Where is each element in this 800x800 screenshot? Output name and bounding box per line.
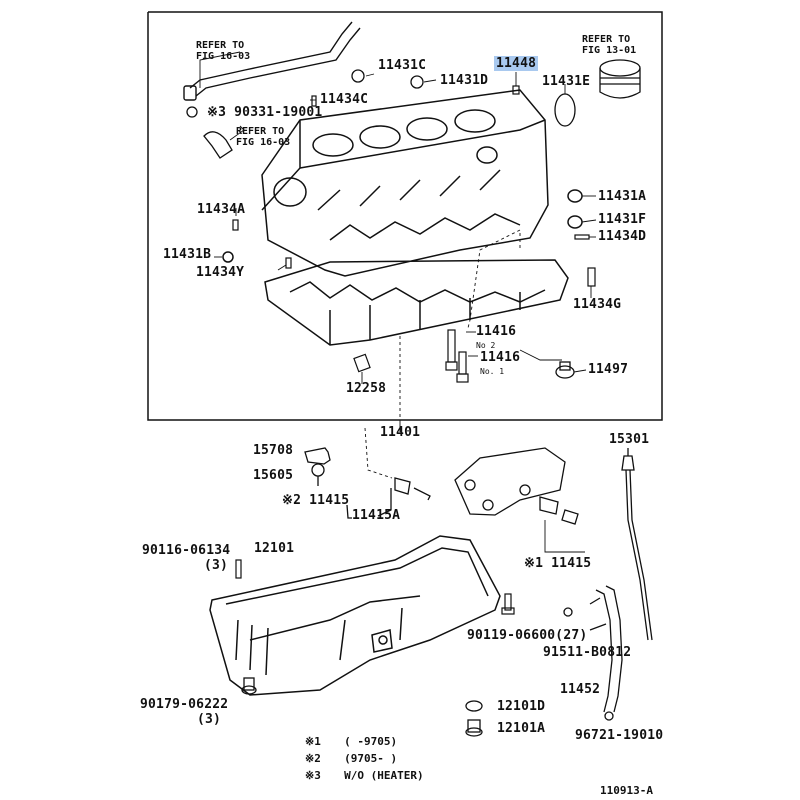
drain-plug-90179	[241, 677, 257, 695]
label-11448-highlighted[interactable]: 11448	[494, 56, 539, 71]
label-96721-19010[interactable]: 96721-19010	[575, 728, 664, 743]
plug-11497	[555, 361, 575, 379]
figure-id: 110913-A	[600, 784, 653, 797]
label-11452[interactable]: 11452	[560, 682, 601, 697]
refer-fig-16-03-top[interactable]: REFER TO FIG 16-03	[196, 40, 250, 62]
footnote-text: ( -9705)	[344, 735, 398, 748]
label-12258[interactable]: 12258	[346, 381, 387, 396]
refer-line-1: REFER TO	[582, 34, 631, 45]
gasket-12101d	[465, 700, 483, 712]
oil-pan-part	[209, 535, 501, 696]
qty-90179: (3)	[197, 712, 222, 727]
footnote-3: ※3 W/O (HEATER)	[305, 769, 424, 782]
label-11434g[interactable]: 11434G	[573, 297, 622, 312]
cylinder-block-part	[222, 89, 583, 277]
footnote-mark: ※3	[305, 769, 321, 782]
refer-line-2: FIG 16-03	[196, 51, 251, 62]
label-91511-b0812[interactable]: 91511-B0812	[543, 645, 632, 660]
footnote-mark: ※1	[305, 735, 321, 748]
label-11415-right[interactable]: ※1 11415	[524, 556, 592, 571]
label-11431e[interactable]: 11431E	[542, 74, 591, 89]
refer-fig-16-03-mid[interactable]: REFER TO FIG 16-03	[236, 126, 290, 148]
label-11434c[interactable]: 11434C	[320, 92, 369, 107]
pin-12258	[353, 353, 371, 373]
label-11431c[interactable]: 11431C	[378, 58, 427, 73]
pin-11434g	[587, 267, 596, 287]
bolt-11416-2	[445, 329, 458, 371]
washer-part	[186, 106, 198, 118]
bolt-90119	[501, 593, 515, 615]
label-12101d[interactable]: 12101D	[497, 699, 546, 714]
label-90119-06600[interactable]: 90119-06600(27)	[467, 628, 588, 643]
oil-nozzle-part	[346, 477, 431, 519]
qty-90116: (3)	[204, 558, 229, 573]
label-11434a[interactable]: 11434A	[197, 202, 246, 217]
refer-line-2: FIG 16-03	[236, 137, 291, 148]
label-11497[interactable]: 11497	[588, 362, 629, 377]
oil-filter-union-part	[304, 447, 331, 486]
label-11401[interactable]: 11401	[380, 425, 421, 440]
water-pipe-part	[183, 21, 361, 101]
label-11431b[interactable]: 11431B	[163, 247, 212, 262]
label-11431d[interactable]: 11431D	[440, 73, 489, 88]
label-11431f[interactable]: 11431F	[598, 212, 647, 227]
label-11431a[interactable]: 11431A	[598, 189, 647, 204]
dipstick-part	[621, 448, 653, 641]
label-90116-06134[interactable]: 90116-06134	[142, 543, 231, 558]
label-90179-06222[interactable]: 90179-06222	[140, 697, 229, 712]
footnote-1: ※1 ( -9705)	[305, 735, 397, 748]
elbow-pipe-part	[203, 131, 233, 159]
label-11434y[interactable]: 11434Y	[196, 265, 245, 280]
note-11416-no2: No 2	[476, 341, 496, 350]
dipstick-guide-part	[563, 585, 623, 721]
label-11416-no1[interactable]: 11416	[480, 350, 521, 365]
pin-11434y	[285, 257, 292, 269]
footnote-text: (9705- )	[344, 752, 398, 765]
label-11415a[interactable]: 11415A	[352, 508, 401, 523]
label-11434d[interactable]: 11434D	[598, 229, 647, 244]
pin-11434a	[232, 219, 239, 231]
refer-line-2: FIG 13-01	[582, 45, 637, 56]
label-15301[interactable]: 15301	[609, 432, 650, 447]
oil-cooler-cover-part	[454, 447, 585, 553]
label-11416-no2[interactable]: 11416	[476, 324, 517, 339]
leader-lines	[199, 51, 597, 479]
piston-part	[599, 59, 641, 99]
pin-11434c	[311, 95, 317, 107]
bolt-90116	[235, 559, 242, 579]
plug-11431e	[554, 93, 576, 127]
footnote-text: W/O (HEATER)	[344, 769, 424, 782]
label-15605[interactable]: 15605	[253, 468, 294, 483]
refer-line-1: REFER TO	[236, 126, 285, 137]
plug-11431d	[410, 75, 424, 89]
plug-12101a	[465, 719, 483, 737]
plug-11431c	[351, 69, 365, 83]
refer-line-1: REFER TO	[196, 40, 245, 51]
lower-crankcase-part	[264, 259, 569, 346]
bolt-11416-1	[456, 351, 469, 383]
footnote-mark: ※2	[305, 752, 321, 765]
label-12101a[interactable]: 12101A	[497, 721, 546, 736]
footnote-2: ※2 (9705- )	[305, 752, 397, 765]
note-11416-no1: No. 1	[480, 367, 505, 376]
refer-fig-13-01[interactable]: REFER TO FIG 13-01	[582, 34, 636, 56]
block-group-frame	[147, 11, 663, 421]
label-11415-left[interactable]: ※2 11415	[282, 493, 350, 508]
label-90331-19001[interactable]: ※3 90331-19001	[207, 105, 323, 120]
label-15708[interactable]: 15708	[253, 443, 294, 458]
label-12101[interactable]: 12101	[254, 541, 295, 556]
pin-11434d	[574, 234, 590, 240]
